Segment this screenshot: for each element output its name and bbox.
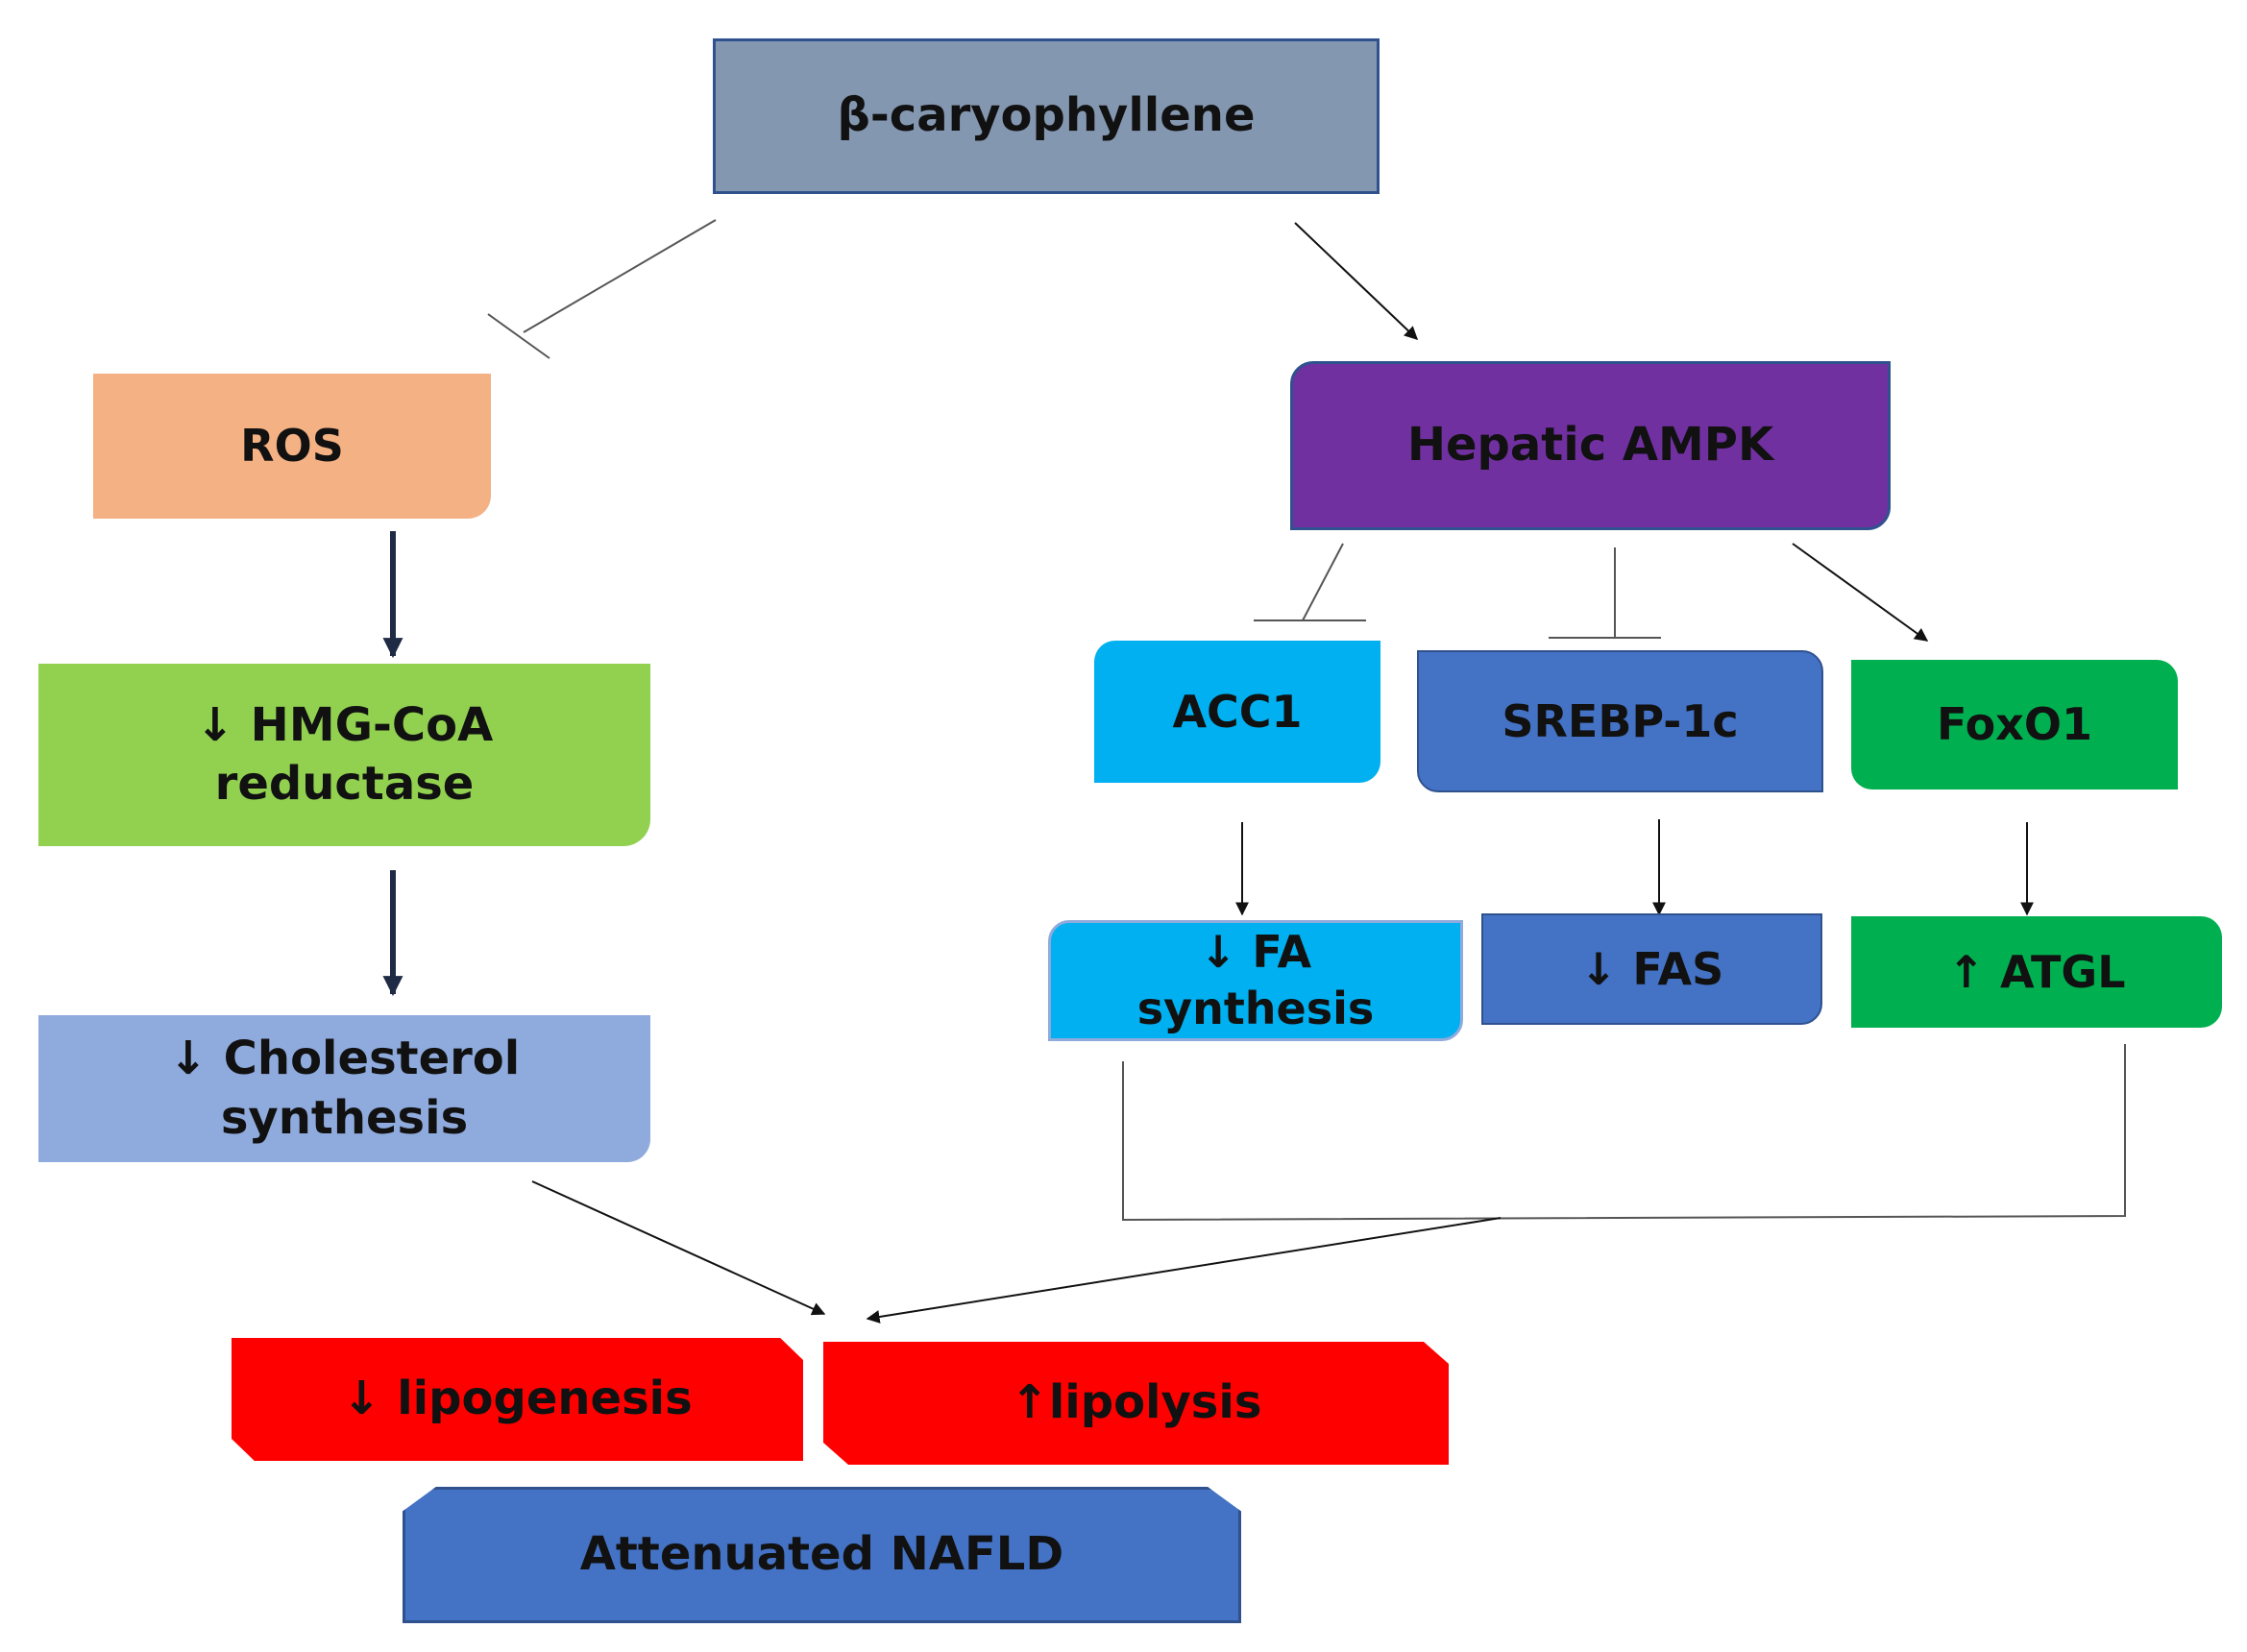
label-lipogenesis: ↓ lipogenesis (342, 1372, 693, 1426)
label-hmg-coa-reductase: ↓ HMG-CoA reductase (195, 697, 494, 811)
node-beta-caryophyllene: β-caryophyllene (713, 38, 1380, 194)
arrow-bracket-lipolysis (866, 1217, 1502, 1324)
bracket-fa-atgl (1122, 1044, 2126, 1222)
arrow-bcp-ampk (1294, 222, 1419, 340)
label-srebp-1c: SREBP-1c (1502, 694, 1739, 747)
node-fas: ↓ FAS (1481, 913, 1822, 1025)
node-fa-synthesis: ↓ FA synthesis (1048, 920, 1463, 1041)
label-fa-synthesis: ↓ FA synthesis (1136, 926, 1375, 1034)
label-acc1: ACC1 (1172, 685, 1303, 738)
label-lipolysis: ↑lipolysis (1010, 1375, 1262, 1430)
label-cholesterol-synthesis: ↓ Cholesterol synthesis (168, 1032, 521, 1145)
node-attenuated-nafld: Attenuated NAFLD (403, 1487, 1241, 1623)
label-foxo1: FoxO1 (1937, 698, 2092, 751)
node-lipogenesis: ↓ lipogenesis (232, 1338, 803, 1461)
arrow-ampk-foxo1 (1792, 543, 1929, 642)
arrow-chol-lipogenesis (531, 1180, 826, 1316)
node-foxo1: FoxO1 (1851, 660, 2178, 790)
label-hepatic-ampk: Hepatic AMPK (1406, 418, 1774, 473)
node-cholesterol-synthesis: ↓ Cholesterol synthesis (38, 1015, 650, 1162)
node-lipolysis: ↑lipolysis (823, 1342, 1449, 1465)
inhibit-ampk-acc1 (1302, 543, 1344, 621)
node-ros: ROS (93, 374, 491, 519)
label-atgl: ↑ ATGL (1947, 945, 2126, 998)
label-beta-caryophyllene: β-caryophyllene (837, 88, 1256, 143)
node-srebp-1c: SREBP-1c (1417, 650, 1823, 792)
label-ros: ROS (240, 420, 344, 473)
inhibit-bcp-ros (523, 219, 717, 333)
inhibit-bcp-ros-bar (487, 313, 550, 359)
label-fas: ↓ FAS (1579, 942, 1724, 995)
node-hepatic-ampk: Hepatic AMPK (1290, 361, 1891, 530)
node-hmg-coa-reductase: ↓ HMG-CoA reductase (38, 664, 650, 846)
node-atgl: ↑ ATGL (1851, 916, 2222, 1028)
node-acc1: ACC1 (1094, 641, 1380, 783)
label-attenuated-nafld: Attenuated NAFLD (579, 1527, 1064, 1582)
